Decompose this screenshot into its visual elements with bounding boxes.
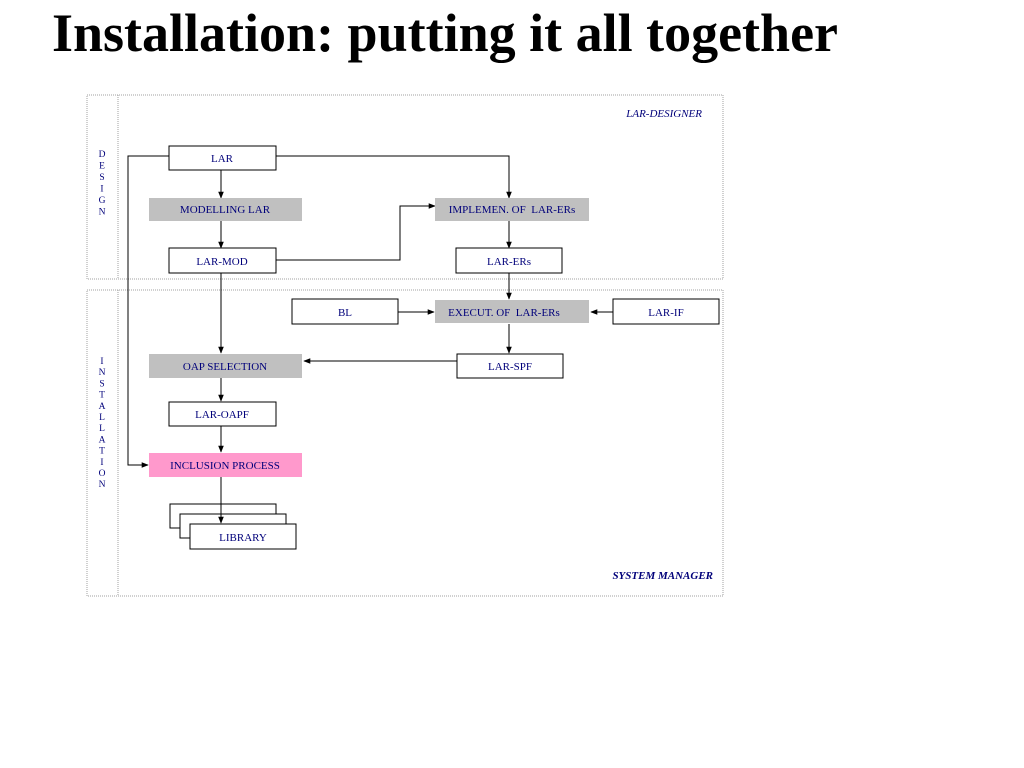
side-label-letter: N <box>99 208 106 218</box>
side-label-letter: T <box>99 391 105 401</box>
side-label-letter: I <box>100 357 103 367</box>
node-lar-ers: LAR-ERs <box>455 247 563 274</box>
node-bl-label: BL <box>338 307 352 319</box>
node-execut-lar-ers: EXECUT. OF LAR-ERs <box>435 300 589 323</box>
side-label-letter: N <box>99 368 106 378</box>
design-panel: DESIGN LAR-DESIGNER <box>86 94 724 280</box>
side-label-letter: I <box>100 458 103 468</box>
design-side-label: DESIGN <box>99 150 106 218</box>
node-lar-label: LAR <box>211 153 234 165</box>
node-implemen-lar-ers-label: IMPLEMEN. OF LAR-ERs <box>449 204 576 216</box>
side-label-letter: S <box>99 379 104 389</box>
side-label-letter: L <box>99 424 105 434</box>
node-execut-lar-ers-label: EXECUT. OF LAR-ERs <box>448 307 560 319</box>
node-modelling-lar: MODELLING LAR <box>149 198 302 221</box>
node-bl: BL <box>291 298 399 325</box>
side-label-letter: S <box>99 173 104 183</box>
node-inclusion-process: INCLUSION PROCESS <box>149 453 302 477</box>
side-label-letter: T <box>99 447 105 457</box>
node-oap-selection-label: OAP SELECTION <box>183 361 267 373</box>
node-lar-spf: LAR-SPF <box>456 353 564 379</box>
node-lar-mod: LAR-MOD <box>168 247 277 274</box>
side-label-letter: L <box>99 413 105 423</box>
installation-role-label: SYSTEM MANAGER <box>612 570 713 582</box>
library-sheet-front <box>189 523 297 550</box>
node-oap-selection: OAP SELECTION <box>149 354 302 378</box>
side-label-letter: D <box>99 150 106 160</box>
node-lar-if: LAR-IF <box>612 298 720 325</box>
node-inclusion-process-label: INCLUSION PROCESS <box>170 460 280 472</box>
arrow-lar-to-implemen <box>276 155 512 199</box>
side-label-letter: G <box>99 196 106 206</box>
node-implemen-lar-ers: IMPLEMEN. OF LAR-ERs <box>435 198 589 221</box>
arrow-lar-to-inclusion <box>127 155 169 468</box>
node-library-label: LIBRARY <box>219 532 267 544</box>
node-lar: LAR <box>168 145 277 171</box>
connectors <box>127 155 613 468</box>
installation-panel-border <box>86 289 724 597</box>
node-modelling-lar-label: MODELLING LAR <box>180 204 271 216</box>
node-lar-oapf-label: LAR-OAPF <box>195 409 249 421</box>
design-role-label: LAR-DESIGNER <box>625 108 702 120</box>
side-label-letter: I <box>100 185 103 195</box>
side-label-letter: A <box>99 435 106 445</box>
design-panel-border <box>86 94 724 280</box>
node-lar-mod-label: LAR-MOD <box>196 256 247 268</box>
node-lar-ers-label: LAR-ERs <box>487 256 531 268</box>
node-lar-oapf: LAR-OAPF <box>168 401 277 427</box>
node-lar-spf-label: LAR-SPF <box>488 361 532 373</box>
side-label-letter: A <box>99 402 106 412</box>
side-label-letter: N <box>99 480 106 490</box>
node-lar-if-label: LAR-IF <box>648 307 683 319</box>
side-label-letter: E <box>99 162 105 172</box>
side-label-letter: O <box>99 469 106 479</box>
node-library-stack: LIBRARY <box>169 477 297 550</box>
arrow-lar-mod-to-implemen <box>276 203 436 261</box>
slide-title: Installation: putting it all together <box>52 3 839 63</box>
